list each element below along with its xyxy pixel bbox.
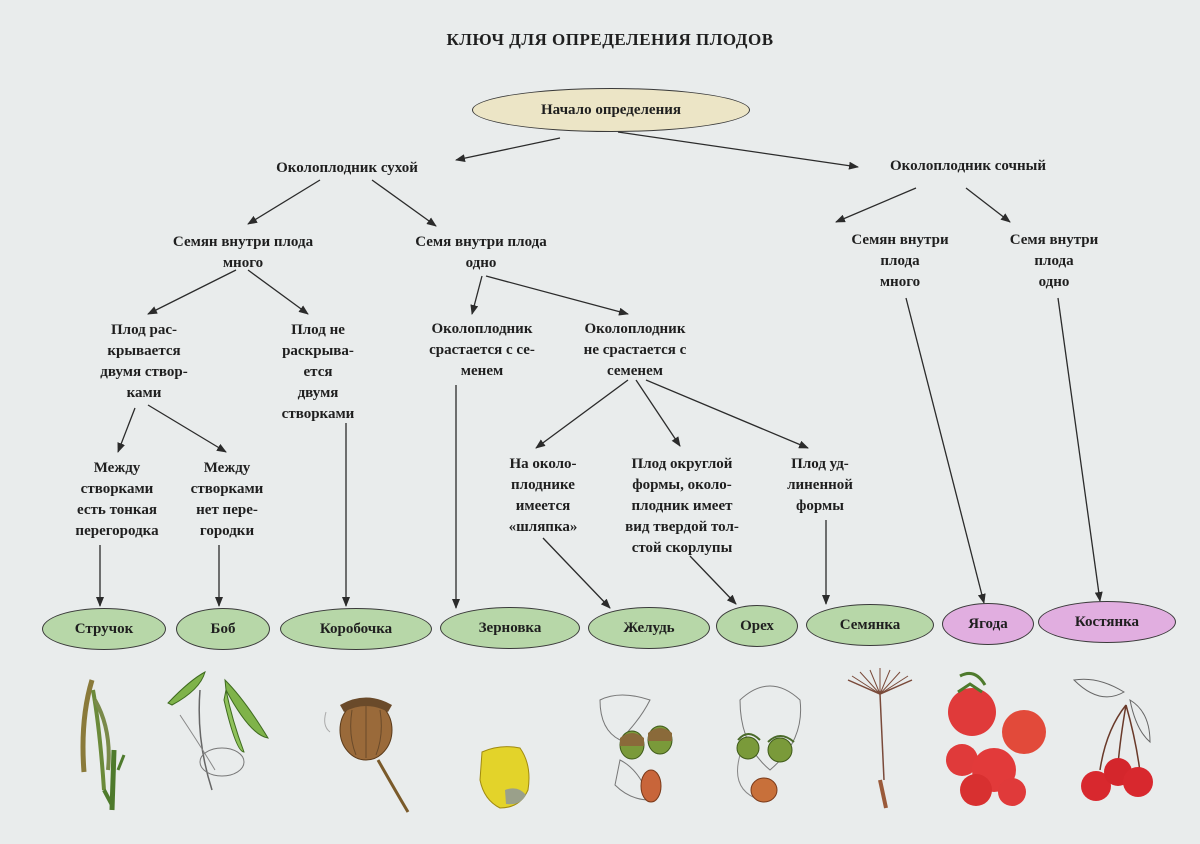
arrow-juicy-one (965, 187, 1011, 223)
fruit-pod-label: Стручок (74, 620, 134, 637)
berry-illustration (946, 672, 1046, 806)
fruit-drupe: Костянка (1038, 601, 1176, 643)
fruit-legume: Боб (176, 608, 270, 650)
arrow-juicyone-drupe (1057, 297, 1103, 602)
fruit-drupe-label: Костянка (1074, 613, 1140, 630)
start-node: Начало определения (472, 88, 750, 132)
node-opens: Плод рас- крывается двумя створ- ками (100, 322, 188, 401)
arrow-round-nut (689, 555, 737, 605)
caryopsis-illustration (479, 746, 530, 809)
node-dry-pericarp: Околоплодник сухой (276, 160, 418, 176)
node-round: Плод округлой формы, около- плодник имее… (625, 456, 739, 556)
arrow-opens-septum (117, 407, 136, 453)
node-elongated: Плод уд- линенной формы (787, 456, 853, 514)
arrow-cap-acorn (542, 537, 611, 609)
node-not-opens: Плод не раскрыва- ется двумя створками (281, 322, 355, 422)
node-septum: Между створками есть тонкая перегородка (75, 460, 159, 539)
fruit-pod: Стручок (42, 608, 166, 650)
arrow-notfused-round (635, 379, 681, 447)
node-juicy-one-seed: Семя внутри плода одно (1009, 232, 1099, 290)
drupe-illustration (1072, 678, 1153, 801)
achene-illustration (847, 668, 913, 809)
arrow-juicymany-berry (905, 297, 986, 604)
arrow-start-dry (455, 137, 561, 163)
fruit-capsule: Коробочка (280, 608, 432, 650)
fruit-capsule-label: Коробочка (319, 620, 393, 637)
arrow-start-juicy (617, 131, 859, 170)
arrow-juicy-many (835, 187, 917, 223)
node-no-septum: Между створками нет пере- городки (190, 460, 264, 539)
fruit-berry: Ягода (942, 603, 1034, 645)
fruit-berry-label: Ягода (968, 615, 1008, 632)
fruit-caryopsis-label: Зерновка (478, 619, 542, 636)
diagram-title: КЛЮЧ ДЛЯ ОПРЕДЕЛЕНИЯ ПЛОДОВ (446, 30, 774, 49)
arrow-opens-noseptum (147, 404, 227, 453)
fruit-achene: Семянка (806, 604, 934, 646)
fruit-nut: Орех (716, 605, 798, 647)
fruit-acorn: Желудь (588, 607, 710, 649)
nut-illustration (736, 685, 802, 803)
arrow-many-opens (147, 269, 237, 315)
fruit-achene-label: Семянка (839, 616, 901, 633)
capsule-illustration (324, 697, 410, 813)
pod-illustration (80, 679, 126, 811)
legume-illustration (167, 671, 269, 791)
arrow-dry-many (247, 179, 321, 225)
node-fused: Околоплодник срастается с се- менем (429, 321, 535, 379)
node-cap: На около- плоднике имеется «шляпка» (508, 456, 578, 535)
node-dry-one-seed: Семя внутри плода одно (415, 234, 547, 271)
arrow-notfused-elong (645, 379, 809, 449)
arrow-many-notopens (247, 269, 309, 315)
fruit-nut-label: Орех (740, 617, 774, 634)
fruit-acorn-label: Желудь (623, 619, 675, 636)
node-dry-many-seeds: Семян внутри плода много (172, 234, 314, 271)
node-juicy-pericarp: Околоплодник сочный (890, 158, 1046, 174)
arrow-one-notfused (485, 275, 629, 316)
arrow-notfused-cap (535, 379, 629, 449)
arrow-dry-one (371, 179, 437, 227)
start-label: Начало определения (541, 101, 681, 118)
arrow-one-fused (470, 275, 483, 315)
acorn-illustration (599, 694, 673, 803)
fruit-legume-label: Боб (210, 620, 236, 637)
node-not-fused: Околоплодник не срастается с семенем (583, 321, 687, 379)
node-juicy-many-seeds: Семян внутри плода много (851, 232, 949, 290)
fruit-caryopsis: Зерновка (440, 607, 580, 649)
